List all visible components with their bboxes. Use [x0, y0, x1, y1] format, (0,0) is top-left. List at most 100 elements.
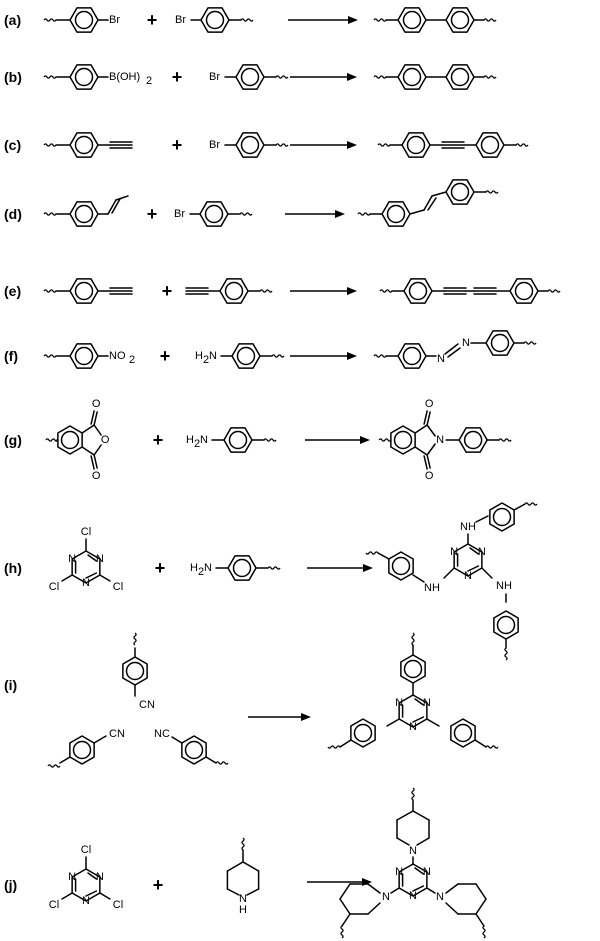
- benzene-ring: [445, 179, 475, 205]
- bond: [93, 444, 102, 456]
- aromatic-circle: [72, 740, 92, 760]
- oxygen-label: O: [425, 398, 434, 410]
- subscript: 2: [198, 566, 204, 578]
- bond: [341, 913, 351, 927]
- arrow-head: [363, 564, 373, 572]
- wavy-attachment: [373, 354, 387, 358]
- benzene-ring: [235, 64, 265, 90]
- chlorine-label: Cl: [113, 581, 123, 593]
- benzene-ring: [235, 132, 265, 158]
- arrow-head: [347, 352, 357, 360]
- aromatic-circle: [232, 558, 252, 578]
- piperidine-ring: [396, 810, 430, 846]
- bond: [426, 887, 436, 894]
- piperidine-ring: [445, 883, 487, 915]
- benzene-ring: [69, 201, 99, 227]
- wavy-attachment: [240, 18, 254, 22]
- oxygen-label: O: [92, 470, 101, 482]
- bond: [390, 887, 400, 894]
- nitrogen-label: N: [395, 697, 403, 709]
- benzene-ring: [450, 718, 476, 748]
- benzene-ring: [219, 278, 249, 304]
- plus-sign: +: [172, 67, 183, 87]
- arrow-head: [347, 141, 357, 149]
- double-bond: [414, 698, 425, 706]
- wavy-attachment: [483, 75, 497, 79]
- benzene-ring: [445, 64, 475, 90]
- plus-sign: +: [147, 204, 158, 224]
- double-bond: [469, 547, 480, 555]
- nitrogen-label: N: [68, 871, 76, 883]
- wavy-attachment: [515, 143, 529, 147]
- aromatic-circle: [228, 430, 248, 450]
- aromatic-circle: [74, 204, 94, 224]
- wavy-attachment: [259, 289, 273, 293]
- nitrogen-label: N: [436, 891, 444, 903]
- subscript: 2: [146, 75, 152, 87]
- piperidine-ring: [339, 883, 381, 915]
- wavy-attachment: [504, 647, 508, 661]
- wavy-attachment: [340, 925, 344, 939]
- nitrogen-label: N: [82, 577, 90, 589]
- benzene-ring: [485, 330, 515, 356]
- aromatic-circle: [204, 204, 224, 224]
- azo-nitrogen: N: [437, 353, 445, 365]
- bond: [474, 739, 487, 748]
- double-bond: [87, 554, 98, 562]
- bond: [339, 739, 352, 748]
- atom-label: N: [209, 350, 217, 362]
- aromatic-circle: [463, 430, 483, 450]
- wavy-attachment: [547, 289, 561, 293]
- benzene-ring: [350, 718, 376, 748]
- ring-bonds: [398, 694, 428, 728]
- benzene-ring: [69, 64, 99, 90]
- double-bond: [412, 716, 425, 723]
- bond: [171, 736, 183, 744]
- benzene-ring: [381, 201, 411, 227]
- benzene-ring: [181, 735, 207, 765]
- piperidine-ring: [226, 861, 260, 896]
- ring-bonds: [400, 654, 426, 684]
- vinyl-bond: [107, 199, 117, 215]
- bond: [426, 718, 440, 727]
- bond: [475, 883, 487, 900]
- atom-label: N: [200, 434, 208, 446]
- subscript: 2: [203, 354, 209, 366]
- atom-label: Br: [174, 208, 185, 220]
- benzene-ring: [223, 427, 253, 453]
- wavy-attachment: [523, 341, 537, 345]
- wavy-attachment: [498, 438, 512, 442]
- bond: [81, 446, 95, 456]
- benzene-ring: [397, 64, 427, 90]
- double-bond: [85, 890, 98, 897]
- bond: [59, 756, 71, 764]
- aromatic-circle: [184, 740, 204, 760]
- aromatic-circle: [450, 10, 470, 30]
- bond: [93, 424, 102, 436]
- benzene-ring: [397, 7, 427, 33]
- carbonyl: [90, 455, 95, 470]
- double-bond: [85, 572, 98, 579]
- wavy-attachment: [411, 632, 415, 646]
- bond: [426, 443, 436, 456]
- benzene-ring: [69, 735, 95, 765]
- bond: [409, 209, 425, 215]
- wavy-attachment: [275, 143, 289, 147]
- arrow-head: [347, 287, 357, 295]
- reaction-b: (b)B(OH)2+Br: [4, 64, 497, 90]
- vinyl-bond: [115, 195, 129, 201]
- carbonyl: [426, 411, 431, 426]
- aromatic-circle: [514, 281, 534, 301]
- bond: [339, 883, 351, 900]
- triazine-ring: [71, 550, 101, 584]
- benzene-ring: [69, 7, 99, 33]
- atom-label: Br: [175, 14, 186, 26]
- reaction-label: (f): [4, 348, 18, 364]
- oxygen-label: O: [101, 434, 110, 446]
- atom-label: Br: [209, 71, 220, 83]
- aromatic-circle: [74, 346, 94, 366]
- reaction-c: (c)+Br: [4, 132, 529, 158]
- aromatic-circle: [496, 615, 516, 635]
- reaction-label: (c): [4, 137, 21, 153]
